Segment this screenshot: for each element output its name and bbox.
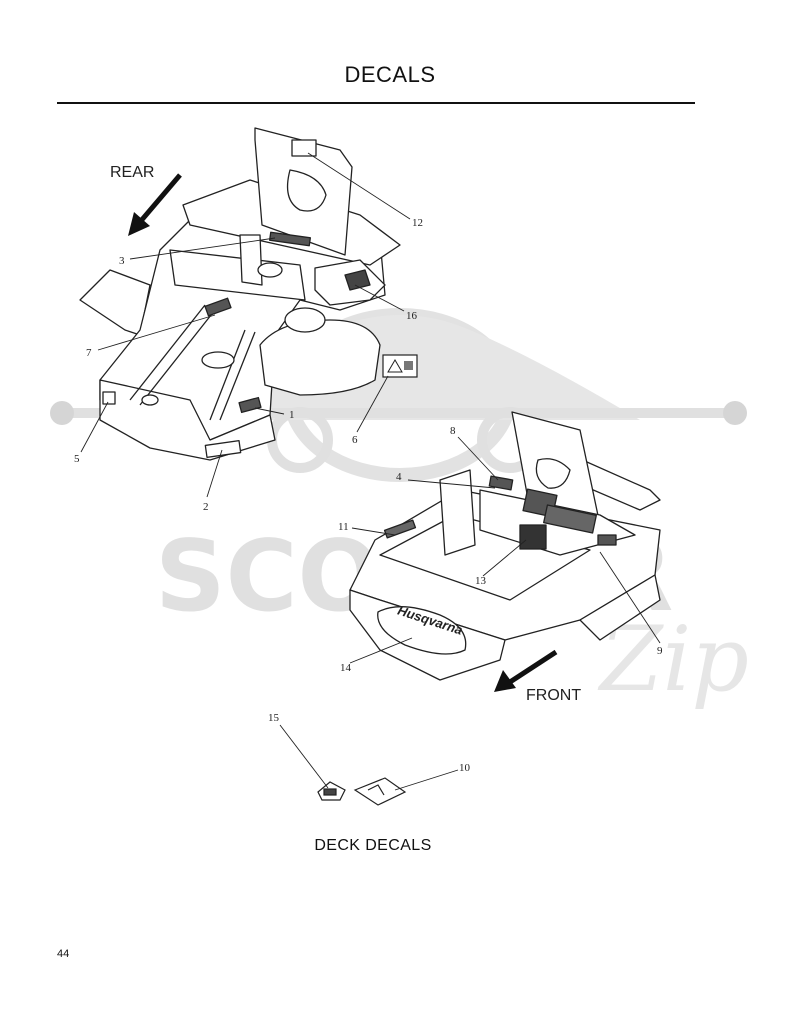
front-arrow	[494, 649, 558, 692]
deck-decals-illustration	[317, 777, 407, 806]
callout-6: 6	[352, 434, 358, 446]
decal-6-illustration	[382, 354, 418, 378]
callout-3: 3	[119, 255, 125, 267]
rear-chassis	[79, 127, 401, 461]
callout-13: 13	[475, 575, 487, 587]
page-number: 44	[57, 948, 70, 960]
callout-8: 8	[450, 425, 456, 437]
callout-9: 9	[657, 645, 663, 657]
front-label: FRONT	[526, 687, 581, 704]
callout-7: 7	[86, 347, 92, 359]
deck-decals-caption: DECK DECALS	[314, 837, 432, 854]
title-rule	[57, 102, 695, 104]
leader-lines	[80, 152, 661, 791]
rear-label: REAR	[110, 164, 154, 181]
front-deck	[349, 411, 661, 681]
callout-10: 10	[459, 762, 471, 774]
callout-numbers: 1 2 3 4 5 6 7 8 9 10 11 12 13 14 15 16	[74, 217, 663, 774]
callout-15: 15	[268, 712, 280, 724]
page-title: DECALS	[344, 62, 436, 87]
callout-16: 16	[406, 310, 418, 322]
callout-1: 1	[289, 409, 295, 421]
callout-12: 12	[412, 217, 423, 229]
callout-4: 4	[396, 471, 402, 483]
callout-11: 11	[338, 521, 349, 533]
rear-arrow	[128, 173, 182, 236]
callout-5: 5	[74, 453, 80, 465]
callout-14: 14	[340, 662, 352, 674]
callout-2: 2	[203, 501, 209, 513]
